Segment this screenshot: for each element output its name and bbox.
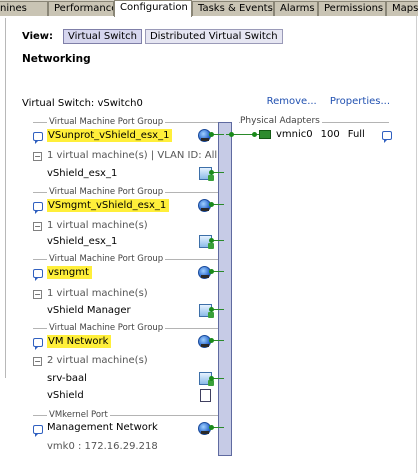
nic-speed: 100 <box>320 129 340 140</box>
vmkernel-name[interactable]: Management Network <box>47 422 158 433</box>
connector-line <box>212 309 224 310</box>
view-virtual-switch-button[interactable]: Virtual Switch <box>63 28 142 44</box>
port-group-name[interactable]: vsmgmt <box>47 266 92 279</box>
vmkernel-header: VMkernel Port <box>47 410 110 420</box>
view-label: View: <box>22 30 54 42</box>
connector-node <box>209 202 214 207</box>
tab-configuration[interactable]: Configuration <box>114 0 192 17</box>
tab-label: Configuration <box>120 2 188 13</box>
port-group-name[interactable]: VSunprot_vShield_esx_1 <box>47 129 173 142</box>
connector-node <box>209 170 214 175</box>
tab-alarms[interactable]: Alarms <box>274 1 318 16</box>
tab-maps[interactable]: Maps <box>386 1 418 16</box>
port-group-name[interactable]: VSmgmt_vShield_esx_1 <box>47 199 170 212</box>
vm-item[interactable]: vShield_esx_1 <box>47 236 118 247</box>
right-panel-edge <box>416 16 418 473</box>
tab-tasks-events[interactable]: Tasks & Events <box>192 1 274 16</box>
connector-line <box>212 340 224 341</box>
connector-node <box>209 307 214 312</box>
comment-icon[interactable] <box>33 338 43 350</box>
comment-icon[interactable] <box>33 425 43 437</box>
nic-icon <box>259 130 271 139</box>
port-group-summary: 2 virtual machine(s) <box>47 355 148 366</box>
vm-item[interactable]: vShield_esx_1 <box>47 168 118 179</box>
port-group-3: Virtual Machine Port Group vsmgmt − 1 vi… <box>33 254 219 321</box>
adapter-comment-icon[interactable] <box>382 131 392 143</box>
uplink-node <box>252 132 257 137</box>
tab-label: Performance <box>54 3 114 14</box>
tab-label: nines <box>0 3 27 14</box>
uplink-line <box>226 134 260 135</box>
physical-adapter-row[interactable]: vmnic0 100 Full <box>276 129 373 140</box>
connector-line <box>212 378 224 379</box>
tab-label: Maps <box>392 3 418 14</box>
vswitch-links: Remove... Properties... <box>257 96 390 107</box>
collapse-icon[interactable]: − <box>33 152 42 161</box>
physical-adapters-header: Physical Adapters <box>240 116 322 126</box>
tab-permissions[interactable]: Permissions <box>318 1 386 16</box>
connector-line <box>212 240 224 241</box>
tab-label: Tasks & Events <box>198 3 273 14</box>
remove-link[interactable]: Remove... <box>266 96 317 107</box>
view-selector: View: Virtual Switch Distributed Virtual… <box>22 28 286 44</box>
tab-label: Alarms <box>280 3 315 14</box>
port-group-header: Virtual Machine Port Group <box>47 323 166 333</box>
tab-machines[interactable]: nines <box>0 1 48 16</box>
vm-icon <box>199 372 214 386</box>
vm-item[interactable]: vShield <box>47 390 84 401</box>
port-group-header: Virtual Machine Port Group <box>47 187 166 197</box>
vm-item[interactable]: vShield Manager <box>47 305 131 316</box>
port-group-summary: 1 virtual machine(s) | VLAN ID: All <box>47 150 218 161</box>
connector-line <box>212 271 224 272</box>
nic-duplex: Full <box>347 129 365 140</box>
document-icon <box>200 389 211 402</box>
connector-line <box>212 427 224 428</box>
tab-bar: nines Performance Configuration Tasks & … <box>0 0 418 17</box>
virtual-switch-bar <box>218 122 232 456</box>
comment-icon[interactable] <box>33 132 43 144</box>
port-group-4: Virtual Machine Port Group VM Network − … <box>33 323 219 408</box>
collapse-icon[interactable]: − <box>33 222 42 231</box>
comment-icon[interactable] <box>33 202 43 214</box>
tab-performance[interactable]: Performance <box>48 1 114 16</box>
network-icon <box>198 266 211 279</box>
vm-icon <box>199 167 214 181</box>
left-panel-edge <box>0 18 6 378</box>
connector-line <box>212 134 224 135</box>
port-group-header: Virtual Machine Port Group <box>47 254 166 264</box>
connector-node <box>209 376 214 381</box>
uplink-node <box>229 132 234 137</box>
port-group-summary: 1 virtual machine(s) <box>47 288 148 299</box>
vswitch-title: Virtual Switch: vSwitch0 <box>22 98 143 109</box>
port-group-summary: 1 virtual machine(s) <box>47 220 148 231</box>
connector-node <box>209 425 214 430</box>
comment-icon[interactable] <box>33 269 43 281</box>
collapse-icon[interactable]: − <box>33 290 42 299</box>
port-group-1: Virtual Machine Port Group VSunprot_vShi… <box>33 117 219 184</box>
connector-node <box>209 132 214 137</box>
properties-link[interactable]: Properties... <box>329 96 390 107</box>
port-group-header: Virtual Machine Port Group <box>47 117 166 127</box>
vmkernel-port: VMkernel Port Management Network vmk0 : … <box>33 410 219 460</box>
connector-node <box>209 338 214 343</box>
vmkernel-address: vmk0 : 172.16.29.218 <box>47 441 158 452</box>
connector-line <box>212 172 224 173</box>
connector-line <box>212 204 224 205</box>
tab-label: Permissions <box>324 3 384 14</box>
collapse-icon[interactable]: − <box>33 357 42 366</box>
connector-node <box>209 269 214 274</box>
vm-icon <box>199 304 214 318</box>
port-group-name[interactable]: VM Network <box>47 335 112 348</box>
section-title: Networking <box>22 53 91 65</box>
view-distributed-switch-button[interactable]: Distributed Virtual Switch <box>144 28 283 44</box>
nic-name: vmnic0 <box>276 129 313 140</box>
vm-item[interactable]: srv-baal <box>47 373 87 384</box>
connector-node <box>209 238 214 243</box>
port-group-2: Virtual Machine Port Group VSmgmt_vShiel… <box>33 187 219 252</box>
